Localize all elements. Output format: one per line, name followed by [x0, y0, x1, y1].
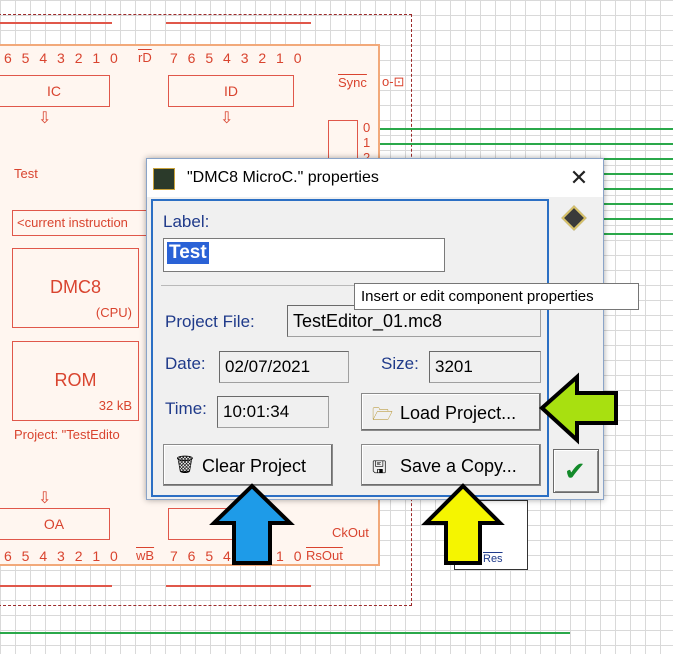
- dialog-titlebar[interactable]: "DMC8 MicroC." properties ✕: [147, 159, 603, 197]
- rom-size-label: 32 kB: [98, 398, 132, 413]
- ckout-label: CkOut: [332, 525, 369, 540]
- oa-register: OA: [0, 508, 110, 540]
- date-caption: Date:: [165, 354, 206, 373]
- project-file-caption: Project File:: [165, 312, 255, 331]
- output-wire-7: [600, 233, 673, 235]
- size-field: 3201: [429, 351, 541, 383]
- out-digit-0: 0: [363, 120, 371, 135]
- output-wire-6: [600, 218, 673, 220]
- sync-pin-icon: o-⊡: [382, 74, 405, 89]
- reset-component[interactable]: Res: [454, 500, 528, 570]
- size-caption: Size:: [381, 354, 419, 373]
- cpu-block: DMC8 (CPU): [12, 248, 139, 328]
- tooltip: Insert or edit component properties: [354, 283, 639, 310]
- bottom-bits-left: 6 5 4 3 2 1 0: [4, 548, 121, 564]
- save-copy-button[interactable]: 🖫 Save a Copy...: [361, 444, 541, 486]
- out-digit-1: 1: [363, 135, 371, 150]
- load-project-button[interactable]: 🗁 Load Project...: [361, 393, 541, 431]
- return-wire: [0, 632, 570, 634]
- time-field: 10:01:34: [217, 396, 329, 428]
- oa-down-arrow-icon: ⇩: [38, 490, 52, 507]
- ok-button[interactable]: ✔: [553, 449, 599, 493]
- id-register: ID: [168, 75, 294, 107]
- trash-icon: 🗑: [174, 455, 196, 474]
- dmc8-label: DMC8: [49, 277, 101, 297]
- time-caption: Time:: [165, 399, 207, 418]
- current-instruction-box: <current instruction: [12, 210, 147, 236]
- project-name-label: Project: "TestEdito: [14, 427, 120, 442]
- checkmark-icon: ✔: [564, 456, 586, 486]
- properties-dialog: "DMC8 MicroC." properties ✕ Label: Test …: [146, 158, 604, 500]
- save-copy-label: Save a Copy...: [400, 456, 517, 476]
- output-port-box: [328, 120, 358, 160]
- rsout-label: RsOut: [306, 548, 343, 563]
- folder-open-icon: 🗁: [372, 405, 394, 424]
- oa-label: OA: [43, 516, 65, 532]
- date-field: 02/07/2021: [219, 351, 349, 383]
- top-pin-line-right: [166, 22, 311, 24]
- id-down-arrow-icon: ⇩: [220, 110, 234, 127]
- clear-project-label: Clear Project: [202, 456, 307, 476]
- output-wire-0: [380, 128, 673, 130]
- clear-project-button[interactable]: 🗑 Clear Project: [163, 444, 333, 486]
- output-wire-5: [600, 203, 673, 205]
- bottom-pin-line-right: [166, 585, 311, 587]
- top-bits-right: 7 6 5 4 3 2 1 0: [170, 50, 305, 66]
- rom-label: ROM: [54, 370, 97, 390]
- bottom-bits-right: 7 6 5 4 3 2 1 0: [170, 548, 305, 564]
- top-bits-left: 6 5 4 3 2 1 0: [4, 50, 121, 66]
- dialog-title: "DMC8 MicroC." properties: [187, 169, 379, 186]
- chip-edit-icon[interactable]: [561, 205, 587, 231]
- divider: [161, 285, 541, 286]
- label-caption: Label:: [163, 212, 210, 231]
- res-label: Res: [483, 553, 503, 565]
- test-label: Test: [14, 166, 38, 181]
- close-icon[interactable]: ✕: [569, 165, 589, 190]
- wb-label: wB: [136, 548, 155, 563]
- ic-down-arrow-icon: ⇩: [38, 110, 52, 127]
- rom-block: ROM 32 kB: [12, 341, 139, 421]
- ic-label: IC: [47, 83, 61, 99]
- output-wire-4: [600, 188, 673, 190]
- top-pin-line: [0, 22, 112, 24]
- ob-register: [168, 508, 258, 540]
- label-input-value: Test: [167, 242, 209, 264]
- output-wire-3: [600, 173, 673, 175]
- load-project-label: Load Project...: [400, 403, 517, 423]
- bottom-pin-line: [0, 585, 112, 587]
- output-wire-1: [380, 143, 673, 145]
- dmc8-app-icon: [153, 168, 175, 190]
- cpu-label: (CPU): [95, 305, 132, 320]
- floppy-disk-icon: 🖫: [372, 458, 387, 477]
- rd-label: rD: [138, 50, 152, 65]
- out-digit-2: 2: [363, 150, 370, 165]
- label-input[interactable]: Test: [163, 238, 445, 272]
- sync-label: Sync: [338, 75, 367, 90]
- id-label: ID: [224, 83, 238, 99]
- ic-register: IC: [0, 75, 110, 107]
- properties-panel: Label: Test Project File: TestEditor_01.…: [151, 199, 549, 497]
- current-instruction-text: <current instruction: [17, 215, 128, 230]
